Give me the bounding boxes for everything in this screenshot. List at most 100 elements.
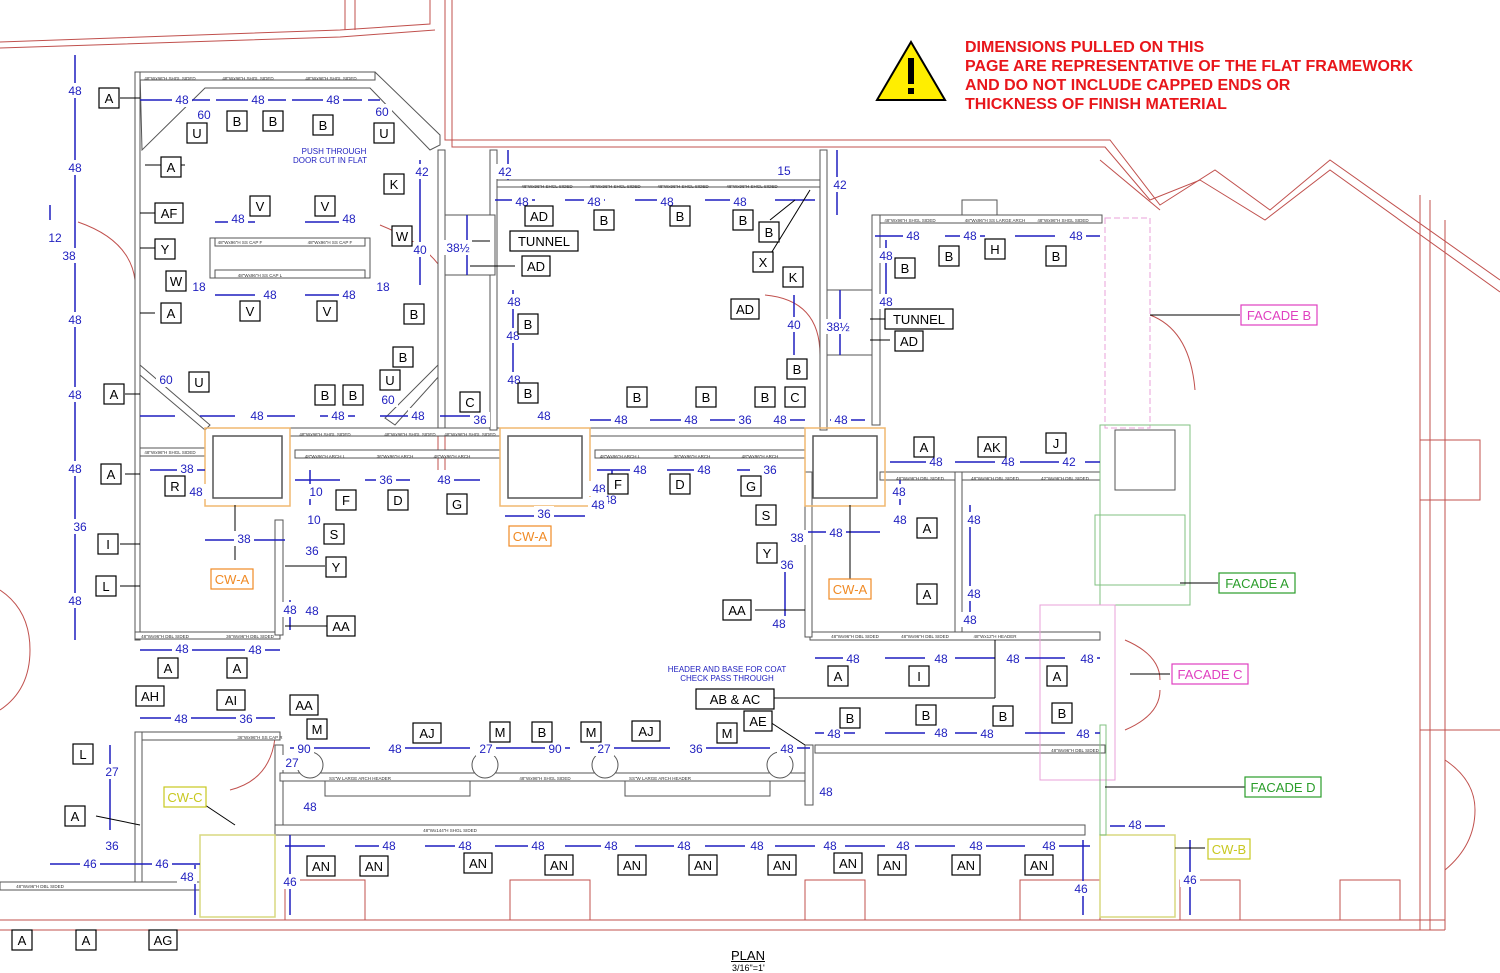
svg-text:V: V xyxy=(321,199,330,214)
dimension-label: 48 xyxy=(1125,817,1145,832)
callout-tag: AN xyxy=(544,854,574,876)
svg-text:V: V xyxy=(246,304,255,319)
svg-text:48: 48 xyxy=(248,643,262,657)
svg-text:D: D xyxy=(393,493,402,508)
cw-label: CW-B xyxy=(1207,838,1251,860)
dimension-label: 48 xyxy=(172,92,192,107)
dimension-label: 48 xyxy=(588,497,608,512)
svg-text:48: 48 xyxy=(780,742,794,756)
svg-text:48: 48 xyxy=(326,93,340,107)
dimension-label: 18 xyxy=(373,279,393,294)
cw-labels: CW-ACW-ACW-ACW-CCW-B xyxy=(163,525,1251,860)
callout-tag: TUNNEL xyxy=(884,308,954,330)
dimension-label: 48 xyxy=(534,408,554,423)
cw-label: CW-A xyxy=(828,578,872,600)
svg-text:AD: AD xyxy=(530,209,548,224)
svg-text:A: A xyxy=(923,521,932,536)
dimension-label: 36 xyxy=(470,412,490,427)
svg-text:FACADE C: FACADE C xyxy=(1177,667,1242,682)
frame-tag: 36"Wx96"H DBL SIDED xyxy=(226,634,275,639)
svg-text:46: 46 xyxy=(1183,873,1197,887)
svg-text:48: 48 xyxy=(175,93,189,107)
svg-text:48: 48 xyxy=(68,594,82,608)
dimension-label: 48 xyxy=(1003,651,1023,666)
svg-text:48: 48 xyxy=(893,513,907,527)
svg-text:AA: AA xyxy=(295,698,313,713)
svg-text:A: A xyxy=(71,809,80,824)
svg-text:15: 15 xyxy=(777,164,791,178)
callout-tag: B xyxy=(992,705,1014,727)
callout-tag: W xyxy=(391,225,413,247)
svg-text:48: 48 xyxy=(175,642,189,656)
svg-text:48: 48 xyxy=(68,161,82,175)
svg-text:48: 48 xyxy=(331,409,345,423)
svg-text:A: A xyxy=(834,669,843,684)
callout-tag: AD xyxy=(894,330,924,352)
dimension-label: 48 xyxy=(681,412,701,427)
dimension-label: 48 xyxy=(960,228,980,243)
svg-text:U: U xyxy=(385,373,394,388)
svg-text:AN: AN xyxy=(469,856,487,871)
svg-text:48: 48 xyxy=(892,485,906,499)
callout-tag: G xyxy=(446,493,468,515)
svg-text:AK: AK xyxy=(983,440,1001,455)
dimension-label: 48 xyxy=(889,484,909,499)
plan-note: HEADER AND BASE FOR COAT xyxy=(668,665,787,674)
cw-label: CW-A xyxy=(210,568,254,590)
frame-tag: 48"Wx96"H SHGL SIDED xyxy=(144,76,196,81)
svg-text:B: B xyxy=(793,362,802,377)
svg-text:48: 48 xyxy=(896,839,910,853)
dimension-label: 38 xyxy=(59,248,79,263)
svg-text:A: A xyxy=(233,661,242,676)
svg-text:B: B xyxy=(945,249,954,264)
dimension-label: 60 xyxy=(378,392,398,407)
svg-text:B: B xyxy=(922,708,931,723)
frame-tag: 36"Wx96"H ARCH xyxy=(674,454,711,459)
svg-text:V: V xyxy=(256,199,265,214)
frame-tag: 48"Wx96"H SHGL SIDED xyxy=(305,76,357,81)
dimension-label: 48 xyxy=(172,641,192,656)
callout-tag: A xyxy=(64,805,86,827)
dimension-label: 48 xyxy=(876,294,896,309)
frame-tag: 48"Wx96"H SHGL SIDED xyxy=(589,184,641,189)
dimension-label: 48 xyxy=(777,741,797,756)
callout-tag: V xyxy=(314,195,336,217)
svg-text:48: 48 xyxy=(506,329,520,343)
frame-tag: 48"Wx96"H DBL SIDED xyxy=(831,634,880,639)
dimension-label: 48 xyxy=(302,603,322,618)
callout-tag: H xyxy=(984,238,1006,260)
dimension-label: 27 xyxy=(476,741,496,756)
warning-line-2: PAGE ARE REPRESENTATIVE OF THE FLAT FRAM… xyxy=(965,58,1413,75)
dimension-label: 48 xyxy=(339,211,359,226)
callout-tag: K xyxy=(782,266,804,288)
callout-tag: Y xyxy=(325,556,347,578)
svg-text:AD: AD xyxy=(900,334,918,349)
cw-label: CW-A xyxy=(508,525,552,547)
svg-text:Y: Y xyxy=(332,560,341,575)
svg-text:C: C xyxy=(790,390,799,405)
callout-tag: AD xyxy=(730,298,760,320)
dimension-label: 48 xyxy=(65,83,85,98)
frame-tag: 36"Wx96"H ARCH xyxy=(377,454,414,459)
callout-tag: B xyxy=(839,707,861,729)
frame-tag: 42"Wx96"H DBL SIDED xyxy=(1041,476,1090,481)
frame-tags: 48"Wx96"H SHGL SIDED 48"Wx96"H SHGL SIDED… xyxy=(16,76,1100,889)
frame-tag: 48"Wx96"H SHGL SIDED xyxy=(222,76,274,81)
svg-text:M: M xyxy=(312,722,323,737)
svg-text:W: W xyxy=(170,274,183,289)
svg-text:B: B xyxy=(846,711,855,726)
dimension-label: 48 xyxy=(300,799,320,814)
facade-outlines xyxy=(1039,217,1191,836)
svg-text:I: I xyxy=(917,669,921,684)
dimension-label: 38 xyxy=(234,531,254,546)
dimension-label: 38 xyxy=(787,530,807,545)
dimension-label: 48 xyxy=(1039,838,1059,853)
dimension-label: 36 xyxy=(735,412,755,427)
callout-tag: AN xyxy=(306,855,336,877)
svg-text:B: B xyxy=(321,388,330,403)
dimension-label: 48 xyxy=(245,642,265,657)
dimension-label: 48 xyxy=(816,784,836,799)
svg-text:48: 48 xyxy=(733,195,747,209)
